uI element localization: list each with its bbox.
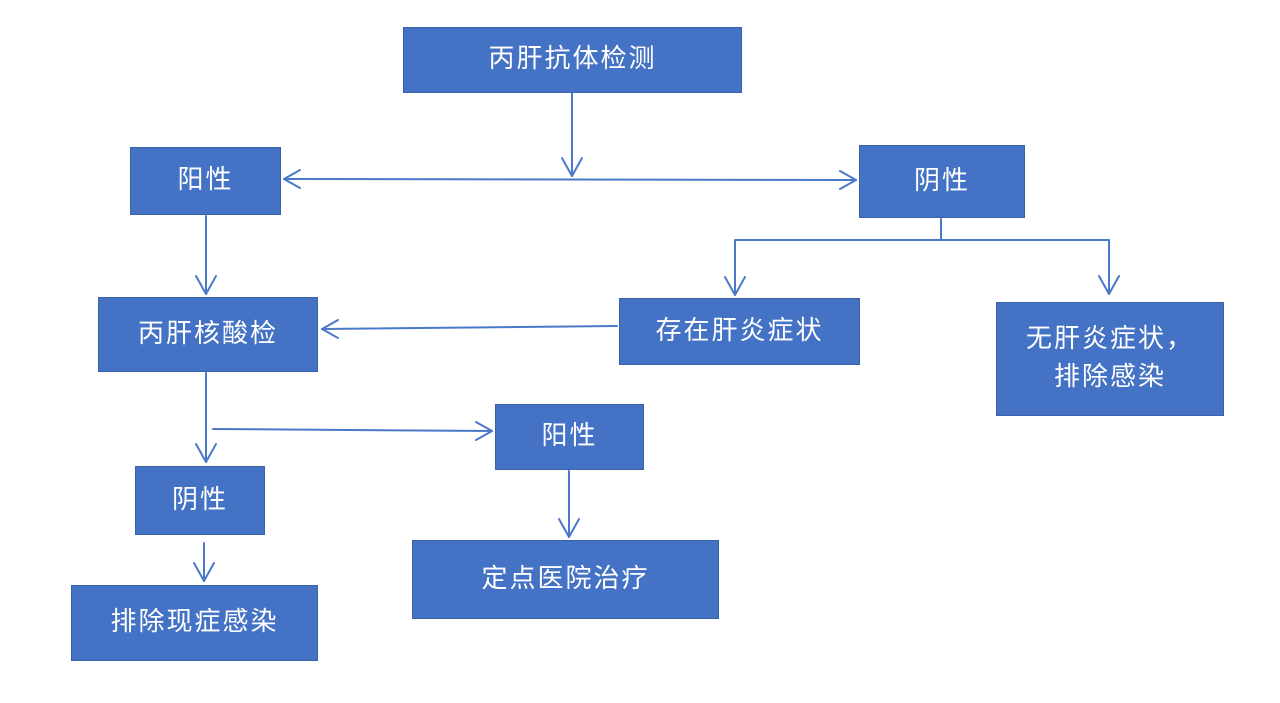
arrowhead-antibody-test-down	[561, 157, 583, 177]
node-designated-hospital: 定点医院治疗	[412, 540, 719, 619]
connector-negative-branch	[734, 218, 1110, 296]
arrowhead-rna-to-negative	[195, 443, 217, 463]
node-antibody-positive-label: 阳性	[177, 165, 234, 196]
arrowhead-symptoms-to-rna	[321, 319, 339, 339]
arrowhead-to-no-symptoms	[1098, 275, 1120, 295]
node-antibody-test-label: 丙肝抗体检测	[488, 44, 657, 75]
node-no-symptoms: 无肝炎症状， 排除感染	[996, 302, 1224, 416]
node-exclude-current-infection-label: 排除现症感染	[110, 607, 279, 638]
arrowhead-to-antibody-negative	[839, 170, 857, 190]
arrowhead-positive-to-rna	[195, 275, 217, 295]
arrowhead-negative-to-exclude	[193, 562, 215, 582]
arrow-split-horizontal	[283, 178, 857, 181]
arrowhead-to-antibody-positive	[283, 169, 301, 189]
node-designated-hospital-label: 定点医院治疗	[481, 563, 650, 594]
node-antibody-test: 丙肝抗体检测	[403, 27, 742, 93]
arrow-symptoms-to-rna	[321, 325, 618, 330]
arrowhead-rna-to-positive	[475, 421, 493, 441]
node-antibody-positive: 阳性	[130, 147, 281, 215]
node-rna-test: 丙肝核酸检	[98, 297, 318, 372]
node-no-symptoms-label: 无肝炎症状， 排除感染	[1026, 321, 1194, 396]
arrow-rna-to-positive	[212, 428, 493, 432]
node-hepatitis-symptoms: 存在肝炎症状	[619, 298, 860, 365]
node-no-symptoms-line-2: 排除感染	[1053, 362, 1166, 392]
node-rna-positive-label: 阳性	[541, 421, 598, 452]
node-rna-negative: 阴性	[135, 466, 265, 535]
node-rna-negative-label: 阴性	[171, 484, 228, 515]
node-exclude-current-infection: 排除现症感染	[71, 585, 318, 661]
arrowhead-to-symptoms	[724, 276, 746, 296]
node-rna-positive: 阳性	[495, 404, 644, 470]
node-rna-test-label: 丙肝核酸检	[137, 318, 278, 349]
node-antibody-negative: 阴性	[859, 145, 1025, 218]
node-no-symptoms-line-1: 无肝炎症状，	[1025, 324, 1194, 355]
node-antibody-negative-label: 阴性	[913, 165, 970, 196]
node-hepatitis-symptoms-label: 存在肝炎症状	[655, 315, 824, 346]
arrowhead-positive-to-hospital	[558, 518, 580, 538]
